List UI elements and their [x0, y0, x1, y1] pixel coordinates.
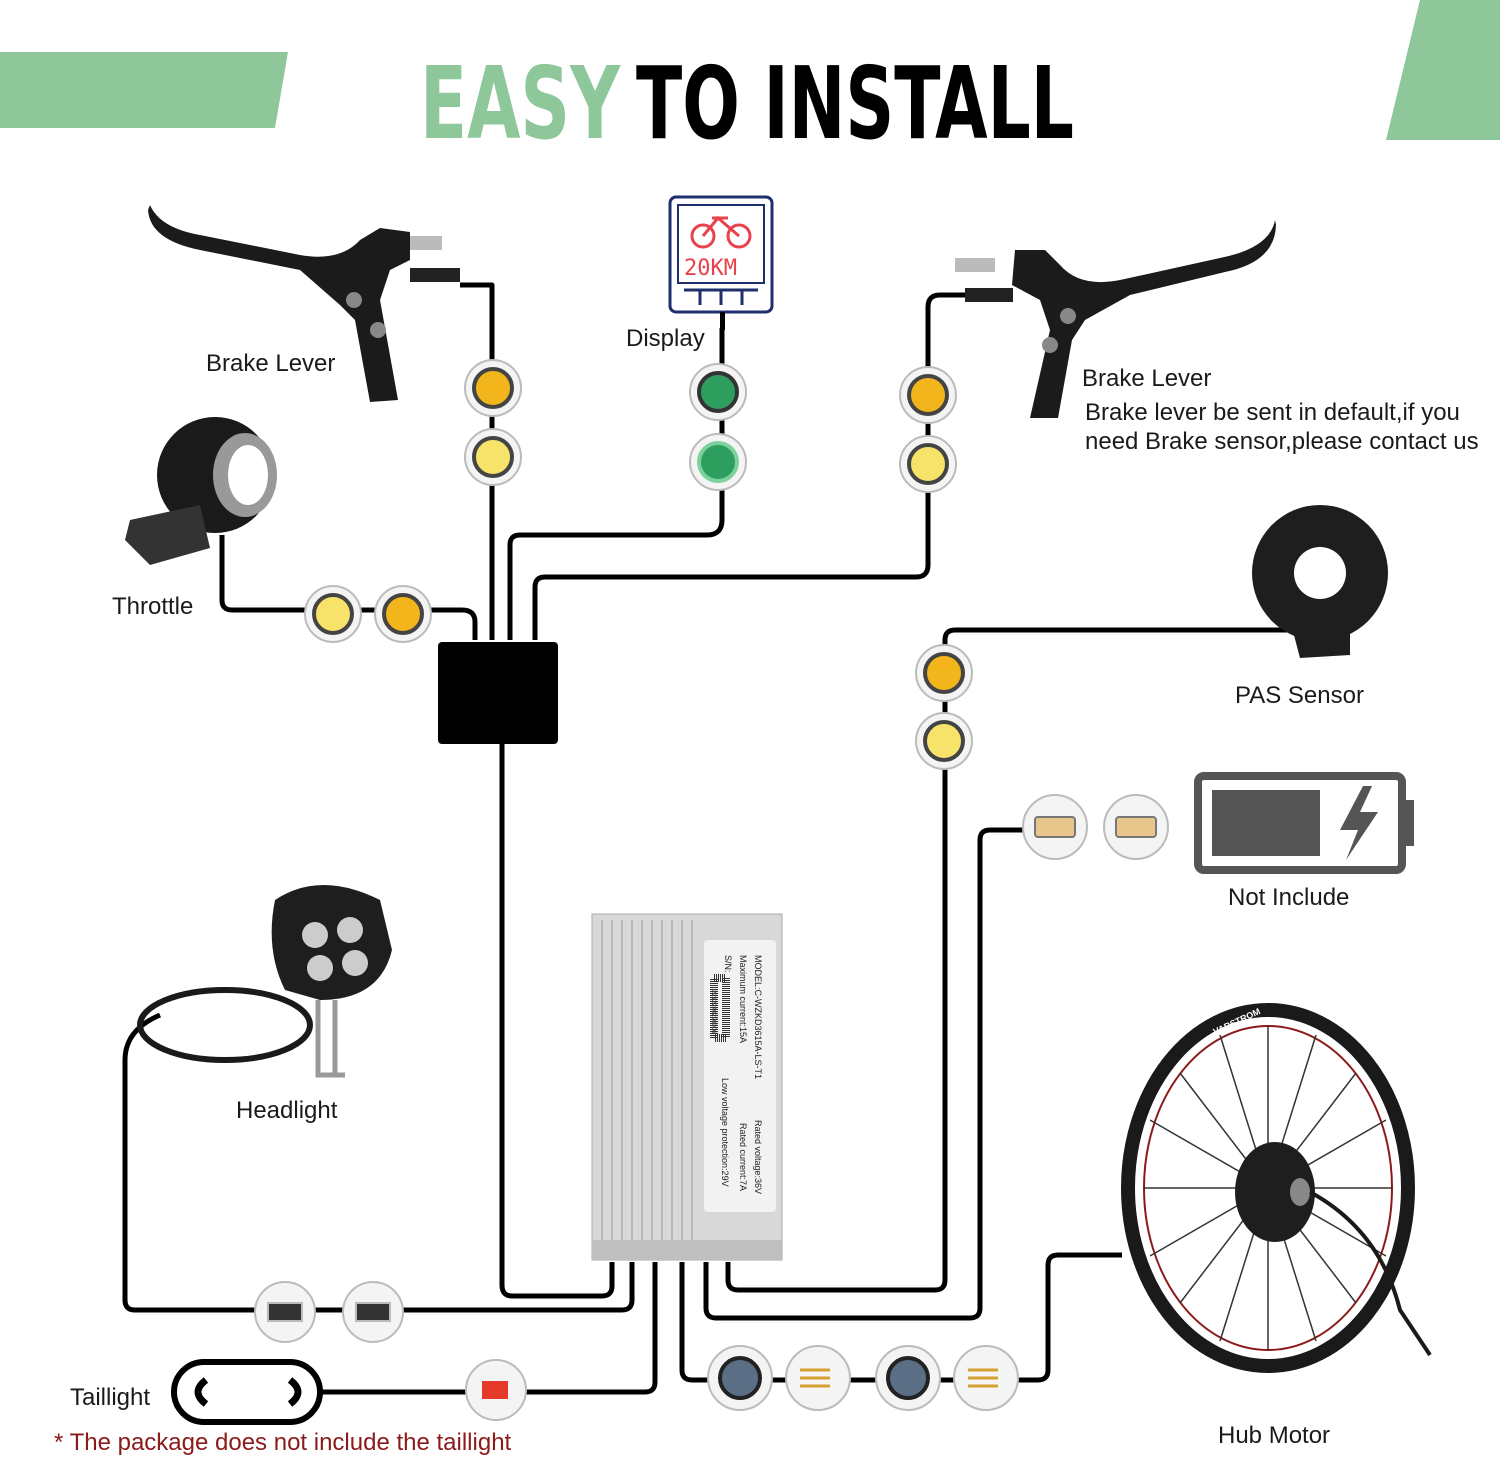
connector-brake-left-male	[464, 428, 522, 486]
pas-sensor-icon	[1252, 505, 1388, 658]
connector-headlight-b	[342, 1281, 404, 1343]
display-screen-text: 20KM	[684, 256, 737, 281]
throttle-label: Throttle	[112, 593, 193, 620]
taillight-icon	[171, 1359, 323, 1425]
connector-brake-right-female	[899, 366, 957, 424]
brake-note-line2: need Brake sensor,please contact us	[1085, 428, 1479, 455]
connectors	[254, 359, 1169, 1421]
controller-rated-voltage: Rated voltage:36V	[753, 1120, 763, 1194]
brake-lever-right-icon	[955, 220, 1276, 418]
connector-motor-4	[953, 1345, 1019, 1411]
hub-motor-wheel-icon: VARSTROM	[1121, 1003, 1432, 1373]
connector-battery-xt60-female	[1103, 794, 1169, 860]
connector-throttle-male	[304, 585, 362, 643]
brake-lever-left-label: Brake Lever	[206, 350, 335, 377]
battery-icon	[1194, 772, 1414, 874]
controller-sn: S/N:	[723, 955, 733, 973]
taillight-label: Taillight	[70, 1384, 150, 1411]
controller-low-voltage: Low voltage protection:29V	[720, 1078, 730, 1187]
controller-max-current: Maximum current:15A	[738, 955, 748, 1043]
wires	[122, 282, 1290, 1395]
taillight-note: * The package does not include the taill…	[54, 1429, 512, 1456]
green-banner-left	[0, 52, 288, 128]
connector-display-female	[689, 363, 747, 421]
connector-display-male	[689, 433, 747, 491]
connector-taillight	[465, 1359, 527, 1421]
display-label: Display	[626, 325, 705, 352]
connector-motor-1	[707, 1345, 773, 1411]
controller-rated-current: Rated current:7A	[738, 1123, 748, 1191]
connector-throttle-female	[374, 585, 432, 643]
controller-model: MODEL:C-WZKD3615A-LS-T1	[753, 955, 763, 1079]
connector-motor-3	[875, 1345, 941, 1411]
title-easy: EASY	[420, 45, 621, 162]
green-banner-right	[1386, 0, 1500, 140]
connector-brake-left-female	[464, 359, 522, 417]
connector-headlight-a	[254, 1281, 316, 1343]
title-to-install: TO INSTALL	[636, 45, 1074, 162]
controller-serial: 2212240220006	[710, 990, 716, 1034]
battery-not-include-label: Not Include	[1228, 884, 1349, 911]
controller-icon: MODEL:C-WZKD3615A-LS-T1 Maximum current:…	[591, 913, 783, 1261]
pas-sensor-label: PAS Sensor	[1235, 682, 1364, 709]
hub-motor-label: Hub Motor	[1218, 1422, 1330, 1449]
connector-motor-2	[785, 1345, 851, 1411]
brake-note-line1: Brake lever be sent in default,if you	[1085, 399, 1460, 426]
headlight-icon	[137, 885, 392, 1078]
display-icon: 20KM	[668, 195, 774, 330]
throttle-icon	[125, 417, 277, 565]
connector-battery-xt60-male	[1022, 794, 1088, 860]
connector-pas-male	[915, 712, 973, 770]
headlight-label: Headlight	[236, 1097, 338, 1124]
brake-lever-right-label: Brake Lever	[1082, 365, 1211, 392]
connector-pas-female	[915, 644, 973, 702]
brake-lever-left-icon	[148, 205, 460, 402]
junction-box	[438, 642, 558, 744]
connector-brake-right-male	[899, 435, 957, 493]
